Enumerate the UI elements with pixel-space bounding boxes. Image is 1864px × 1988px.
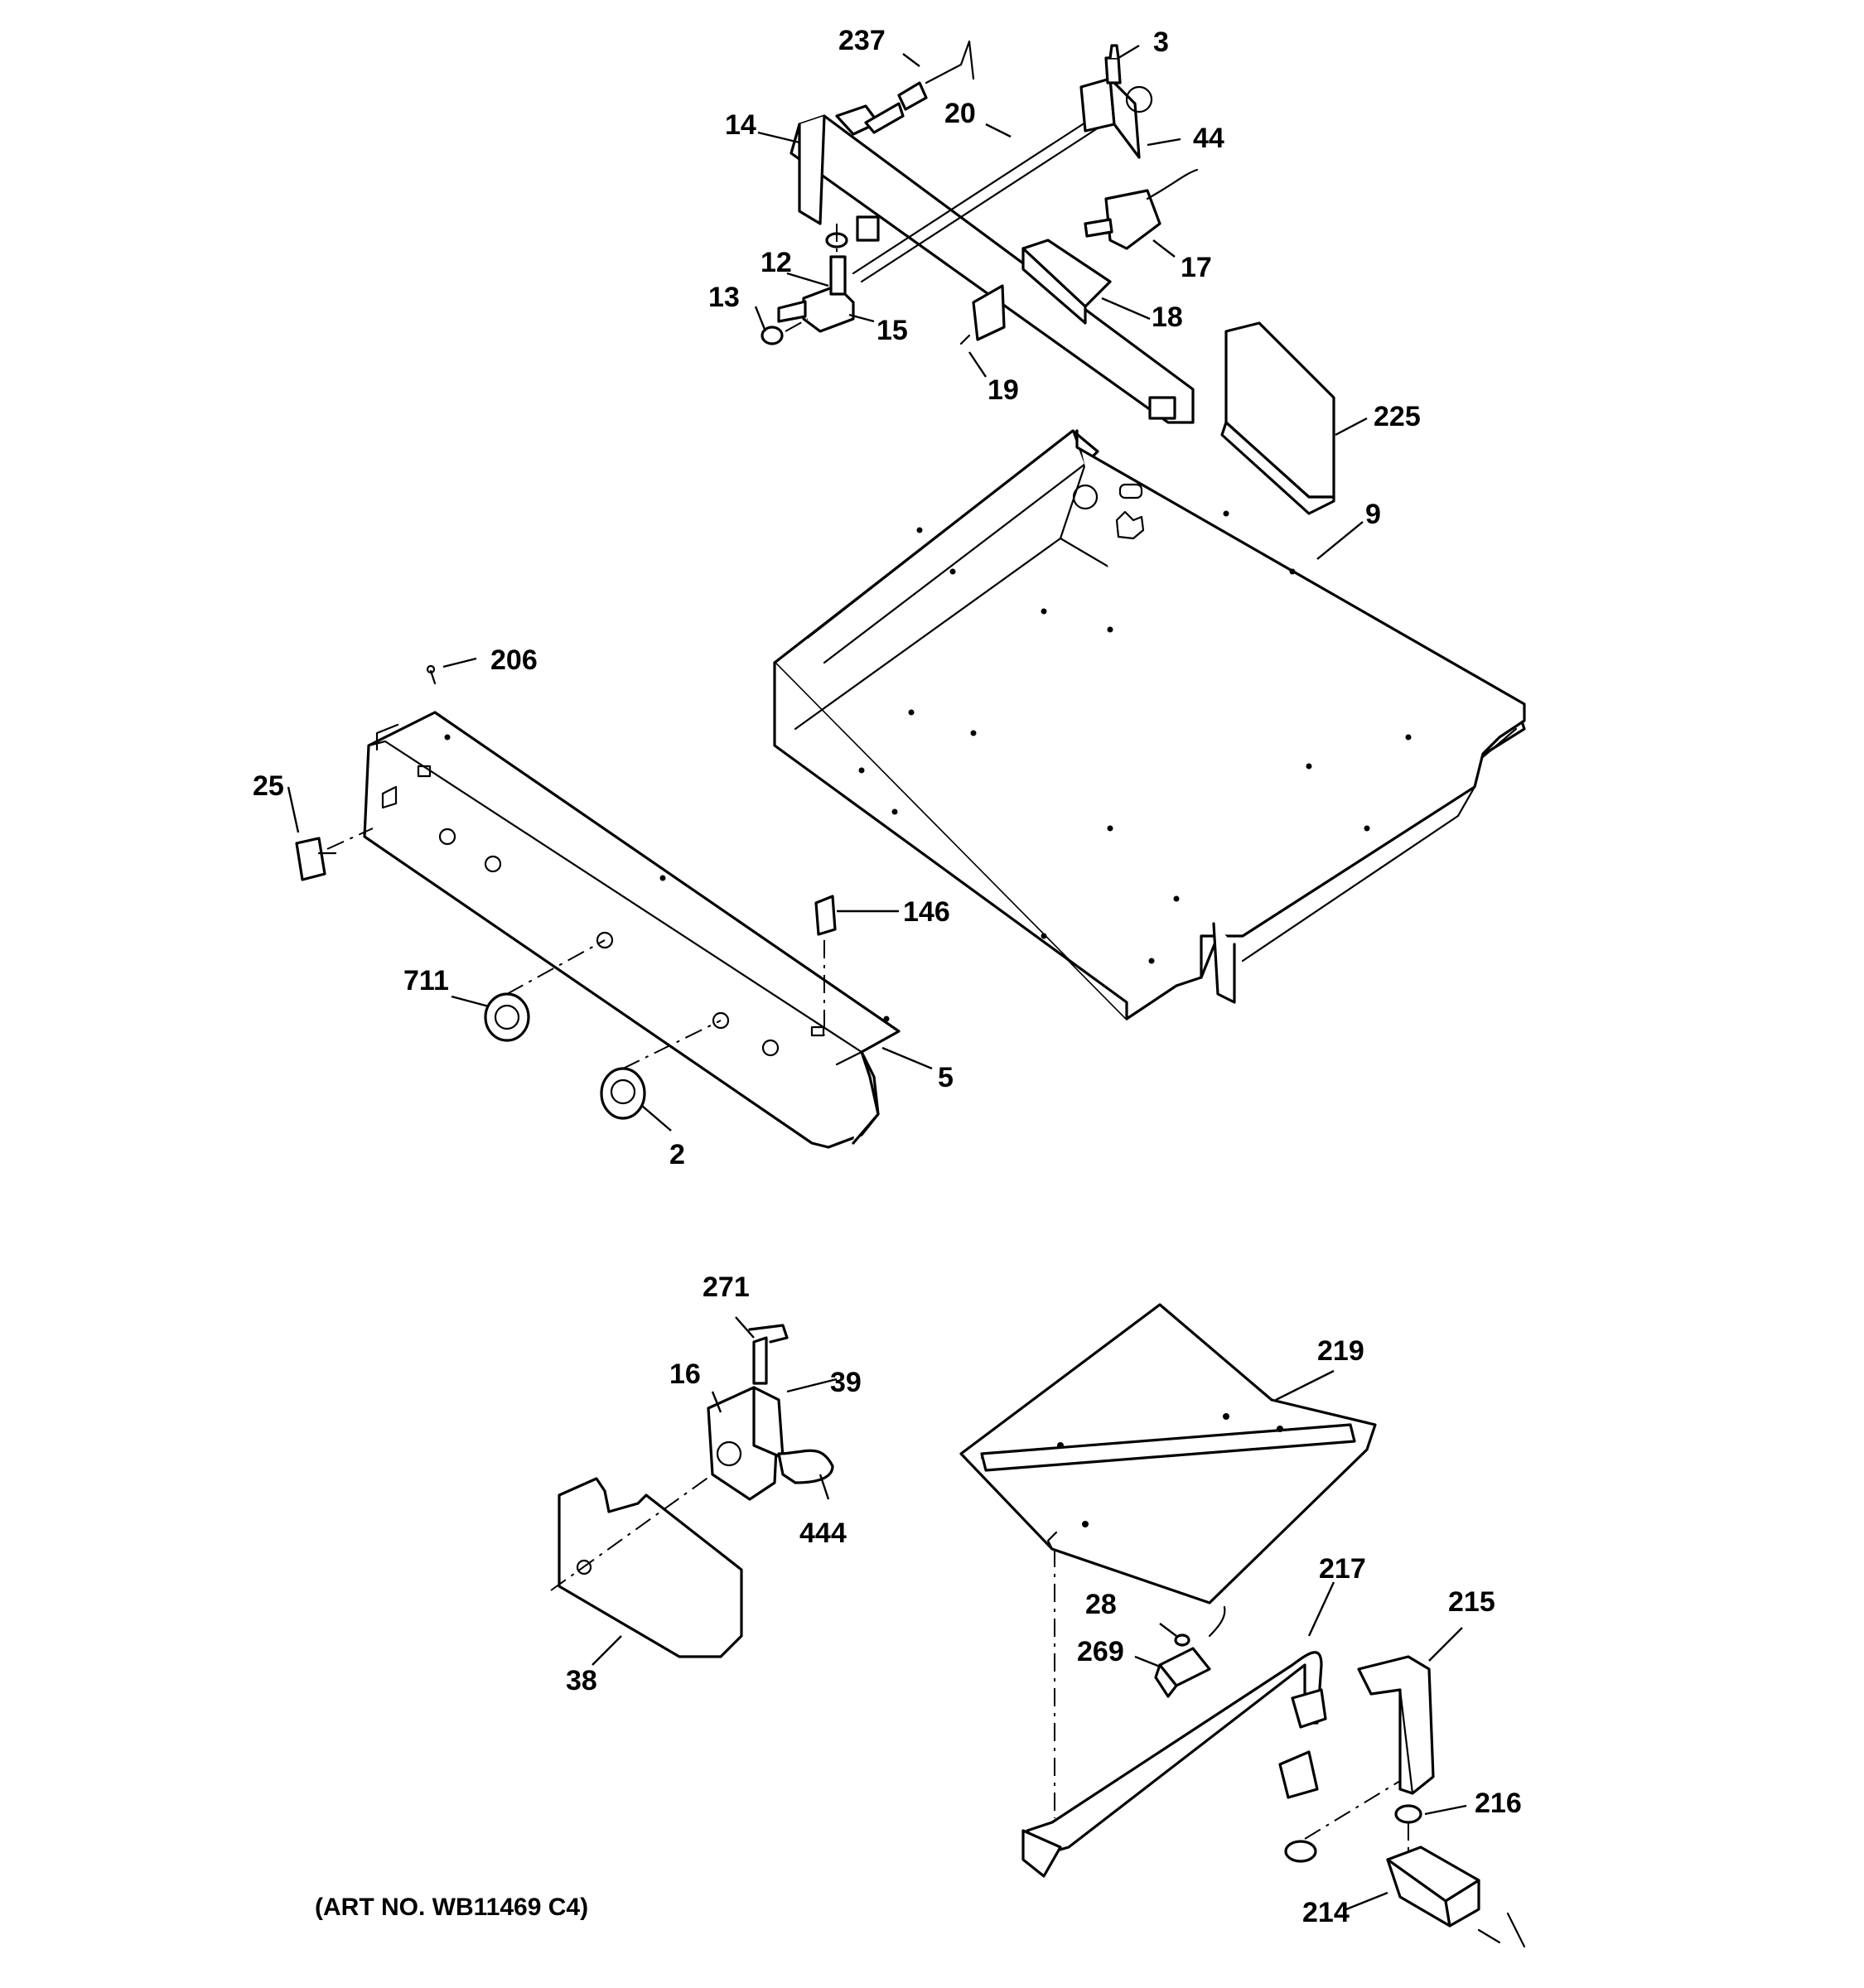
callout-2: 2 [669,1139,685,1170]
manifold-assembly [761,40,1199,424]
callout-269: 269 [1077,1636,1124,1667]
callout-13: 13 [708,282,740,313]
callout-271: 271 [703,1271,750,1303]
callout-3: 3 [1153,27,1169,58]
valve-assembly-lower [707,1324,834,1501]
callout-215: 215 [1448,1586,1495,1618]
bracket-215 [1357,1655,1435,1795]
callout-9: 9 [1365,499,1381,530]
burner-217 [1021,1651,1327,1878]
burner-box-9 [773,429,1526,1021]
bracket-38 [558,1477,743,1658]
heat-shield-225 [1220,321,1335,515]
callout-17: 17 [1181,252,1212,283]
callout-225: 225 [1374,401,1421,432]
callout-146: 146 [903,896,950,928]
callout-44: 44 [1193,123,1224,154]
callout-5: 5 [938,1062,954,1093]
callout-237: 237 [838,25,886,56]
callout-217: 217 [1319,1553,1366,1585]
callout-38: 38 [566,1665,597,1696]
callout-28: 28 [1085,1589,1117,1620]
callout-labels: 237 3 14 20 44 12 13 15 17 18 19 225 9 2… [253,25,1522,1928]
callout-206: 206 [490,644,538,676]
callout-711: 711 [403,965,449,996]
callout-39: 39 [830,1367,862,1398]
art-number: (ART NO. WB11469 C4) [315,1894,588,1921]
burner-shield-219 [959,1303,1377,1604]
callout-18: 18 [1152,302,1183,333]
callout-20: 20 [944,98,976,129]
callout-444: 444 [799,1518,847,1549]
callout-219: 219 [1317,1335,1364,1367]
small-parts-bottom-right [1154,1605,1526,1948]
small-parts-left [295,664,837,1120]
leader-lines [287,44,1467,1911]
callout-16: 16 [669,1358,701,1390]
callout-15: 15 [876,315,908,346]
callout-14: 14 [725,109,756,141]
callout-216: 216 [1475,1788,1522,1819]
callout-12: 12 [761,247,792,278]
assembly-lines [326,224,1409,1851]
callout-19: 19 [988,374,1019,406]
callout-25: 25 [253,770,284,802]
callout-214: 214 [1302,1897,1350,1928]
control-panel-5 [363,711,901,1149]
